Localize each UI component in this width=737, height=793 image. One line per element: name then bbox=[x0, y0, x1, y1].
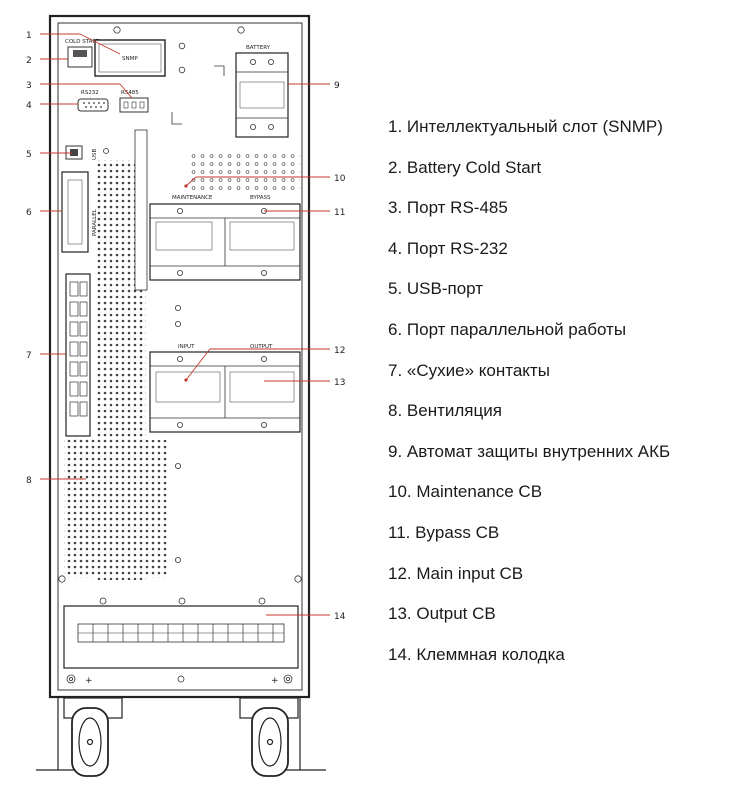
callout-4: 4 bbox=[26, 101, 32, 111]
callout-2: 2 bbox=[26, 56, 32, 66]
cold-start-label: COLD START bbox=[65, 39, 100, 45]
callout-lines bbox=[40, 33, 330, 616]
callout-10: 10 bbox=[334, 174, 346, 184]
legend-item-12: 12. Main input CB bbox=[388, 563, 524, 583]
battery-label: BATTERY bbox=[246, 45, 271, 51]
callout-9: 9 bbox=[334, 81, 340, 91]
parallel-label: PARALLEL bbox=[92, 208, 98, 236]
rs232-label: RS232 bbox=[81, 90, 99, 96]
callout-11: 11 bbox=[334, 208, 345, 218]
snmp-label: SNMP bbox=[122, 56, 138, 62]
rs232-port bbox=[77, 98, 109, 112]
ventilation-grid-left bbox=[64, 438, 96, 578]
bypass-breaker bbox=[229, 221, 295, 251]
rs485-port bbox=[119, 97, 149, 113]
bypass-label: BYPASS bbox=[250, 195, 271, 201]
plus-right-label: + bbox=[271, 676, 279, 686]
legend-item-4: 4. Порт RS-232 bbox=[388, 238, 508, 258]
battery-breaker bbox=[235, 52, 289, 138]
legend-list: 1. Интеллектуальный слот (SNMP) 2. Batte… bbox=[388, 116, 670, 684]
callout-5: 5 bbox=[26, 150, 32, 160]
output-label: OUTPUT bbox=[250, 344, 273, 350]
legend-item-9: 9. Автомат защиты внутренних АКБ bbox=[388, 441, 671, 461]
input-label: INPUT bbox=[178, 344, 195, 350]
callout-8: 8 bbox=[26, 476, 32, 486]
legend-item-8: 8. Вентиляция bbox=[388, 401, 502, 421]
legend-item-3: 3. Порт RS-485 bbox=[388, 198, 508, 218]
legend-item-1: 1. Интеллектуальный слот (SNMP) bbox=[388, 117, 663, 136]
input-breaker bbox=[155, 371, 221, 403]
cabinet-inner bbox=[57, 22, 303, 691]
callout-14: 14 bbox=[334, 612, 346, 622]
usb-label: USB bbox=[92, 148, 98, 160]
ventilation-grid-top bbox=[190, 152, 300, 192]
callout-12: 12 bbox=[334, 346, 345, 356]
callout-7: 7 bbox=[26, 351, 32, 361]
maintenance-label: MAINTENANCE bbox=[172, 195, 213, 201]
callout-1: 1 bbox=[26, 31, 32, 41]
terminal-block bbox=[63, 605, 299, 669]
plus-left-label: + bbox=[85, 676, 93, 686]
callout-3: 3 bbox=[26, 81, 32, 91]
caster-right bbox=[239, 697, 326, 777]
legend-item-14: 14. Клеммная колодка bbox=[388, 644, 565, 664]
caster-left bbox=[36, 697, 123, 777]
legend-item-6: 6. Порт параллельной работы bbox=[388, 319, 627, 339]
legend-item-7: 7. «Сухие» контакты bbox=[388, 360, 550, 380]
rs485-label: RS485 bbox=[121, 90, 139, 96]
legend-item-11: 11. Bypass CB bbox=[388, 522, 500, 542]
maintenance-breaker bbox=[155, 221, 213, 251]
legend-item-10: 10. Maintenance CB bbox=[388, 482, 543, 502]
callout-13: 13 bbox=[334, 378, 345, 388]
parallel-port bbox=[61, 171, 89, 253]
legend-item-13: 13. Output CB bbox=[388, 604, 496, 624]
output-breaker bbox=[229, 371, 295, 403]
legend-item-5: 5. USB-порт bbox=[388, 279, 484, 299]
snmp-slot bbox=[94, 39, 166, 77]
legend-item-2: 2. Battery Cold Start bbox=[388, 157, 542, 177]
ground-screws bbox=[66, 674, 293, 684]
ventilation-grid-lower bbox=[146, 440, 168, 578]
cabinet-screws bbox=[58, 26, 302, 605]
callout-6: 6 bbox=[26, 208, 32, 218]
